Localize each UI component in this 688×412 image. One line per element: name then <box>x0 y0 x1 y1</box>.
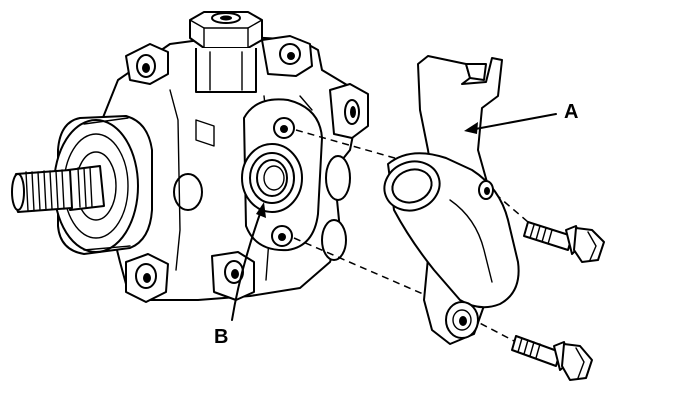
mounting-tab <box>329 83 369 139</box>
bolt-lower <box>511 335 593 381</box>
inlet-port <box>241 98 323 252</box>
inlet-joint-bracket <box>383 55 520 345</box>
callout-b-label: B <box>214 326 228 348</box>
callout-b-leader <box>231 202 266 321</box>
outlet-fitting <box>189 11 263 93</box>
side-boss <box>173 173 203 211</box>
callout-a-leader <box>464 113 557 134</box>
bolt-upper <box>523 221 605 263</box>
input-shaft <box>11 165 105 213</box>
callout-a-label: A <box>564 101 578 123</box>
